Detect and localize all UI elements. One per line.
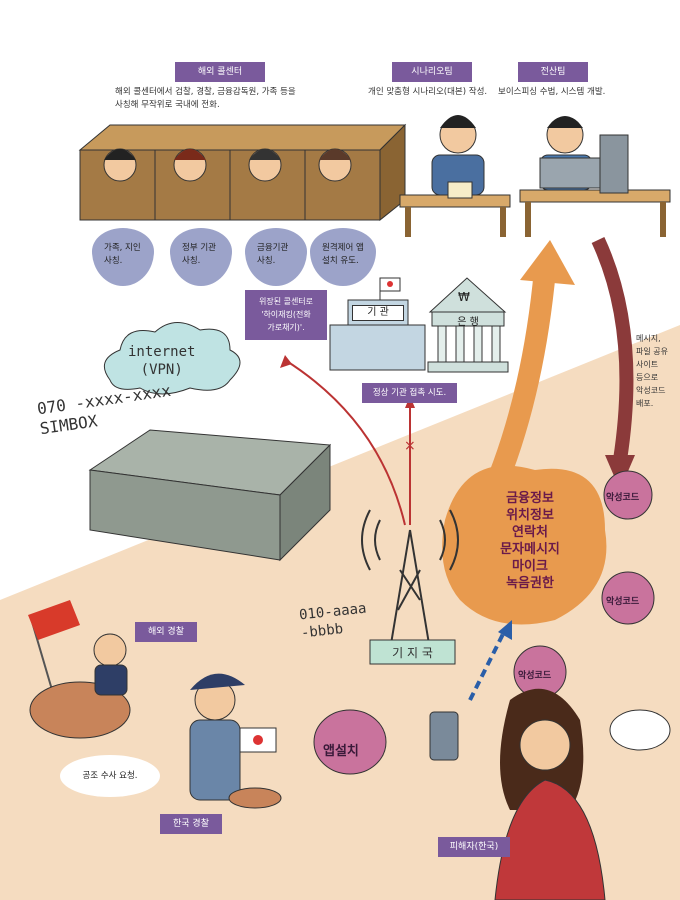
- korea-police-label: 한국 경찰: [160, 814, 222, 834]
- cell-tower: [361, 509, 459, 651]
- hijack-text: '하이재킹(전화: [261, 310, 311, 319]
- overseas-police-figure: [93, 633, 127, 667]
- hijack-text: 가로채기)'.: [267, 323, 305, 332]
- bubble-text: 사칭.: [182, 256, 201, 266]
- permission-item: 금융정보: [506, 491, 554, 506]
- desc-line: 해외 콜센터에서 검찰, 경찰, 금융감독원, 가족 등을: [115, 87, 296, 97]
- overseas-callcenter-label: 해외 콜센터: [175, 62, 265, 82]
- permission-item: 위치정보: [506, 508, 554, 523]
- overseas-police-label: 해외 경찰: [135, 622, 197, 642]
- permission-item: 연락처: [512, 525, 548, 540]
- app-install-blob: [313, 709, 387, 775]
- malware-note-line: 메시지,: [636, 334, 661, 343]
- bank-building: [427, 277, 509, 373]
- app-install-label: 앱설치: [323, 744, 359, 759]
- victim-number: 010-aaaa -bbbb: [298, 600, 369, 643]
- bubble-text: 금융기관: [257, 243, 289, 253]
- it-description: 보이스피싱 수법, 시스템 개발.: [498, 87, 606, 97]
- bank-sign: 은 행: [457, 317, 479, 328]
- malware-blob: [601, 571, 655, 625]
- it-team-desk: [519, 116, 671, 237]
- scenario-team-desk: [399, 115, 511, 237]
- hijack-label: 위장된 콜센터로 '하이재킹(전화 가로채기)'.: [245, 290, 327, 340]
- normal-contact-label: 정상 기관 접촉 시도.: [362, 383, 457, 403]
- malware-note-line: 파일 공유: [636, 347, 668, 356]
- malware-note-line: 배포.: [636, 399, 654, 408]
- malware-distribution-arrow: [591, 237, 634, 462]
- phone-signal-arrow: [468, 629, 507, 701]
- bubble-text: 정부 기관: [182, 243, 216, 253]
- permission-item: 마이크: [512, 559, 548, 574]
- internet-vpn-text: internet (VPN): [128, 343, 195, 379]
- bubble-text: 사칭.: [104, 256, 123, 266]
- bubble-text: 원격제어 앱: [322, 243, 364, 253]
- won-sign: ₩: [458, 290, 470, 304]
- callcenter-booths: [78, 123, 407, 222]
- it-team-label: 전산팀: [518, 62, 588, 82]
- bubble-text: 사칭.: [257, 256, 276, 266]
- permission-item: 녹음권한: [506, 576, 554, 591]
- hijack-text: 위장된 콜센터로: [258, 297, 314, 306]
- agency-sign: 기 관: [352, 305, 404, 321]
- malware-label: 악성코드: [606, 597, 640, 607]
- scenario-team-label: 시나리오팀: [392, 62, 472, 82]
- victim-label: 피해자(한국): [438, 837, 510, 857]
- hijack-arrow: [284, 359, 406, 526]
- cooperation-bubble: 공조 수사 요청.: [60, 755, 160, 797]
- vpn-text: (VPN): [140, 362, 183, 378]
- agency-building: [329, 277, 426, 371]
- callcenter-description: 해외 콜센터에서 검찰, 경찰, 금융감독원, 가족 등을 사칭해 무작위로 국…: [115, 86, 296, 112]
- orange-blob: [442, 465, 607, 625]
- svg-text:×: ×: [404, 438, 416, 454]
- bubble-text: 설치 유도.: [322, 256, 359, 266]
- scenario-description: 개인 맞춤형 시나리오(대본) 작성.: [368, 87, 488, 97]
- malware-note-line: 악성코드: [636, 386, 666, 395]
- malware-note-line: 등으로: [636, 373, 659, 382]
- desc-line: 사칭해 무작위로 국내에 전화.: [115, 100, 220, 110]
- malware-label: 악성코드: [606, 493, 640, 503]
- victim-figure: [429, 688, 671, 900]
- internet-cloud: [103, 322, 241, 395]
- simbox-device: [88, 429, 332, 562]
- malware-note-line: 사이트: [636, 360, 659, 369]
- tower-label: 기 지 국: [392, 646, 433, 660]
- malware-blob: [603, 470, 653, 520]
- malware-label: 악성코드: [518, 671, 552, 681]
- internet-text: internet: [128, 344, 196, 360]
- permission-item: 문자메시지: [500, 542, 560, 557]
- bubble-text: 가족, 지인: [104, 243, 141, 253]
